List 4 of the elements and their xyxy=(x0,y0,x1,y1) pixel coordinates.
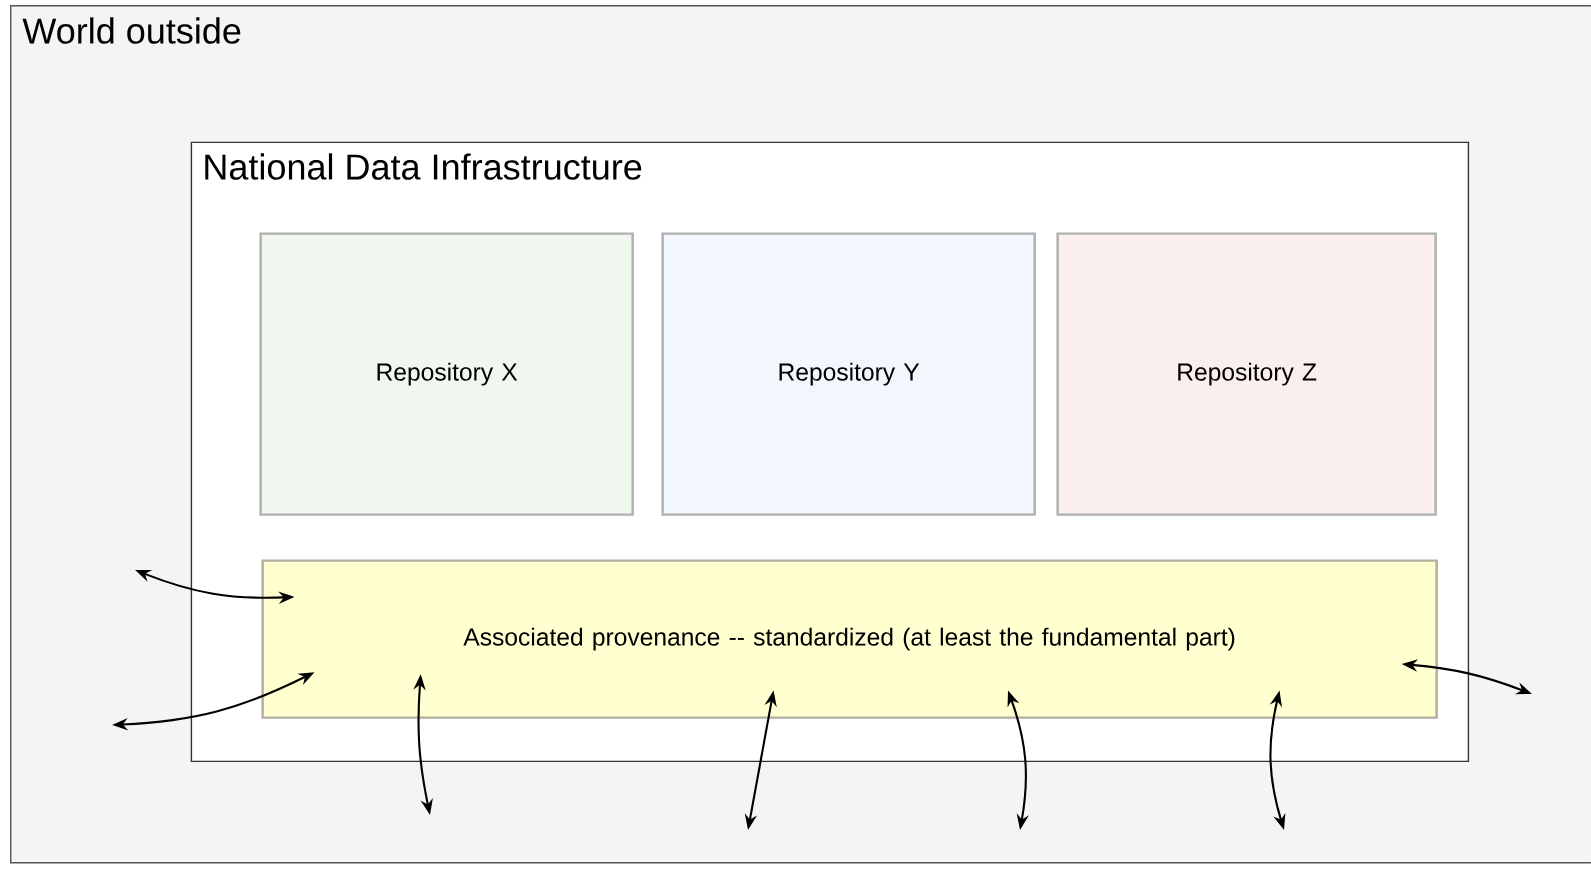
repository-box: Repository Z xyxy=(1056,232,1437,516)
provenance-box: Associated provenance -- standardized (at least the fundamental part) xyxy=(261,559,1438,719)
repository-box: Repository X xyxy=(259,232,634,516)
repository-box: Repository Y xyxy=(661,232,1036,516)
